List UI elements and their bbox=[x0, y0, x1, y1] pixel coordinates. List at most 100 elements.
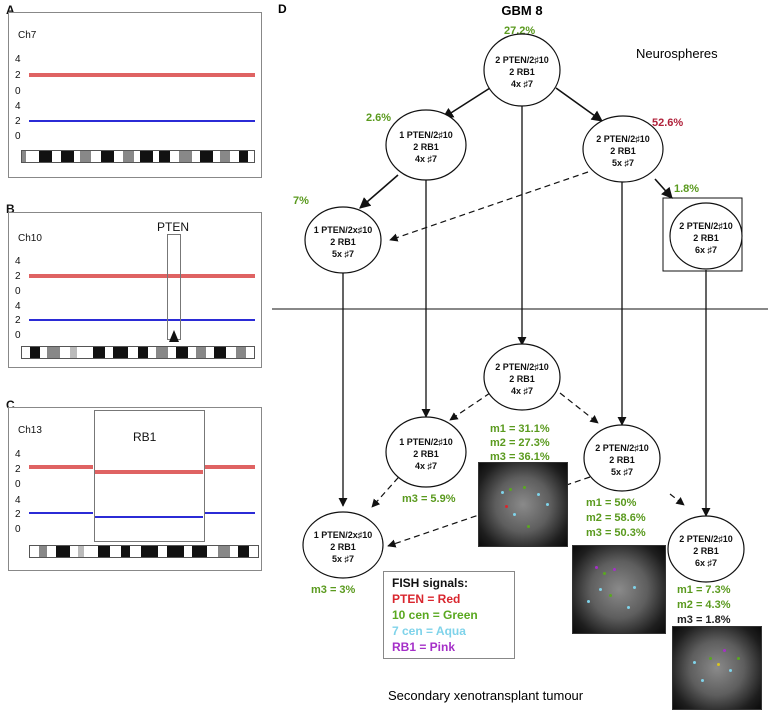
lineage-arrow-dashed bbox=[559, 392, 599, 424]
panel-a-letter: A bbox=[6, 3, 15, 17]
lineage-arrow-dashed bbox=[371, 469, 406, 508]
y-tick: 4 bbox=[15, 256, 21, 267]
y-tick: 2 bbox=[15, 315, 21, 326]
ideogram-band bbox=[84, 546, 99, 557]
mouse-stat: m3 = 50.3% bbox=[586, 527, 646, 539]
ideogram-band bbox=[22, 347, 30, 358]
cell-line: 2 RB1 bbox=[330, 542, 356, 552]
pten-arrow-icon bbox=[169, 330, 179, 342]
reference-copy-number-track bbox=[205, 512, 255, 514]
chromosome-ideogram bbox=[29, 545, 259, 558]
tumour-copy-number-track bbox=[29, 274, 255, 278]
lineage-arrow bbox=[555, 87, 603, 122]
y-tick: 2 bbox=[15, 116, 21, 127]
ideogram-band bbox=[90, 151, 102, 162]
ideogram-band bbox=[47, 347, 60, 358]
cell-line: 2 RB1 bbox=[610, 146, 636, 156]
neurospheres-label: Neurospheres bbox=[636, 46, 718, 61]
cell-line: 1 PTEN/2x♯10 bbox=[314, 225, 373, 235]
ideogram-band bbox=[218, 546, 230, 557]
mouse-stat: m3 = 36.1% bbox=[490, 451, 550, 463]
cell-line: 5x ♯7 bbox=[332, 554, 354, 564]
y-tick: 0 bbox=[15, 524, 21, 535]
ideogram-band bbox=[178, 151, 192, 162]
ideogram-band bbox=[22, 151, 27, 162]
ideogram-band bbox=[148, 347, 156, 358]
mouse-stat: m2 = 4.3% bbox=[677, 599, 731, 611]
cell-node: 2 PTEN/2♯10 2 RB1 4x ♯7 bbox=[483, 343, 561, 411]
reference-copy-number-track bbox=[29, 120, 255, 122]
cell-node: 1 PTEN/2x♯10 2 RB1 5x ♯7 bbox=[304, 206, 382, 274]
cell-line: 5x ♯7 bbox=[332, 249, 354, 259]
ideogram-band bbox=[112, 347, 128, 358]
ideogram-band bbox=[39, 151, 53, 162]
ideogram-band bbox=[155, 347, 169, 358]
ideogram-band bbox=[213, 151, 220, 162]
tumour-copy-number-track bbox=[29, 73, 255, 77]
ideogram-band bbox=[249, 546, 258, 557]
ideogram-band bbox=[175, 347, 189, 358]
fish-micrograph bbox=[672, 626, 762, 710]
cell-node: 2 PTEN/2♯10 2 RB1 5x ♯7 bbox=[582, 115, 664, 183]
legend-title: FISH signals: bbox=[392, 576, 469, 590]
cell-node: 1 PTEN/2♯10 2 RB1 4x ♯7 bbox=[385, 109, 467, 181]
ideogram-band bbox=[196, 347, 207, 358]
legend-item: PTEN = Red bbox=[392, 592, 461, 606]
ideogram-band bbox=[158, 546, 167, 557]
ideogram-band bbox=[129, 546, 142, 557]
cell-line: 1 PTEN/2♯10 bbox=[399, 130, 453, 140]
cell-line: 2 PTEN/2♯10 bbox=[679, 534, 733, 544]
panel-b-letter: B bbox=[6, 202, 15, 216]
fish-micrograph bbox=[478, 462, 568, 547]
ideogram-band bbox=[80, 151, 91, 162]
y-tick: 2 bbox=[15, 464, 21, 475]
cell-node: 2 PTEN/2♯10 2 RB1 6x ♯7 bbox=[669, 202, 743, 270]
y-tick: 0 bbox=[15, 286, 21, 297]
mouse-stat: m2 = 27.3% bbox=[490, 437, 550, 449]
mouse-stat: m3 = 5.9% bbox=[402, 493, 456, 505]
tumour-copy-number-track bbox=[29, 465, 93, 469]
lineage-arrow bbox=[359, 174, 399, 209]
ideogram-band bbox=[39, 347, 48, 358]
ideogram-band bbox=[109, 546, 122, 557]
cell-line: 5x ♯7 bbox=[611, 467, 633, 477]
cell-node: 1 PTEN/2♯10 2 RB1 4x ♯7 bbox=[385, 416, 467, 488]
ideogram-band bbox=[191, 151, 201, 162]
y-tick: 4 bbox=[15, 301, 21, 312]
mouse-stat: m1 = 7.3% bbox=[677, 584, 731, 596]
cell-line: 2 PTEN/2♯10 bbox=[595, 443, 649, 453]
cell-node: 2 PTEN/2♯10 2 RB1 4x ♯7 bbox=[483, 33, 561, 107]
cell-line: 2 RB1 bbox=[413, 449, 439, 459]
cell-line: 4x ♯7 bbox=[415, 154, 437, 164]
y-tick: 2 bbox=[15, 509, 21, 520]
ideogram-band bbox=[183, 546, 193, 557]
ideogram-band bbox=[59, 347, 70, 358]
fish-micrograph bbox=[572, 545, 666, 634]
ideogram-band bbox=[30, 546, 39, 557]
ideogram-band bbox=[141, 546, 159, 557]
tumour-copy-number-track bbox=[205, 465, 255, 469]
ideogram-band bbox=[78, 546, 85, 557]
cell-line: 2 PTEN/2♯10 bbox=[495, 362, 549, 372]
cell-line: 2 RB1 bbox=[330, 237, 356, 247]
reference-copy-number-track bbox=[29, 319, 255, 321]
cell-line: 1 PTEN/2x♯10 bbox=[314, 530, 373, 540]
cell-line: 2 PTEN/2♯10 bbox=[679, 221, 733, 231]
ideogram-band bbox=[98, 546, 110, 557]
ideogram-band bbox=[168, 347, 176, 358]
cell-line: 4x ♯7 bbox=[511, 79, 533, 89]
y-tick: 4 bbox=[15, 54, 21, 65]
y-tick: 0 bbox=[15, 86, 21, 97]
cell-line: 6x ♯7 bbox=[695, 558, 717, 568]
ideogram-band bbox=[73, 151, 80, 162]
ideogram-band bbox=[166, 546, 184, 557]
cell-line: 1 PTEN/2♯10 bbox=[399, 437, 453, 447]
ideogram-band bbox=[213, 347, 227, 358]
tumour-copy-number-track-rb1-region bbox=[95, 470, 203, 474]
ideogram-band bbox=[238, 151, 248, 162]
cell-line: 2 RB1 bbox=[609, 455, 635, 465]
chromosome-label: Ch10 bbox=[18, 233, 42, 244]
ideogram-band bbox=[200, 151, 214, 162]
ideogram-band bbox=[238, 546, 250, 557]
